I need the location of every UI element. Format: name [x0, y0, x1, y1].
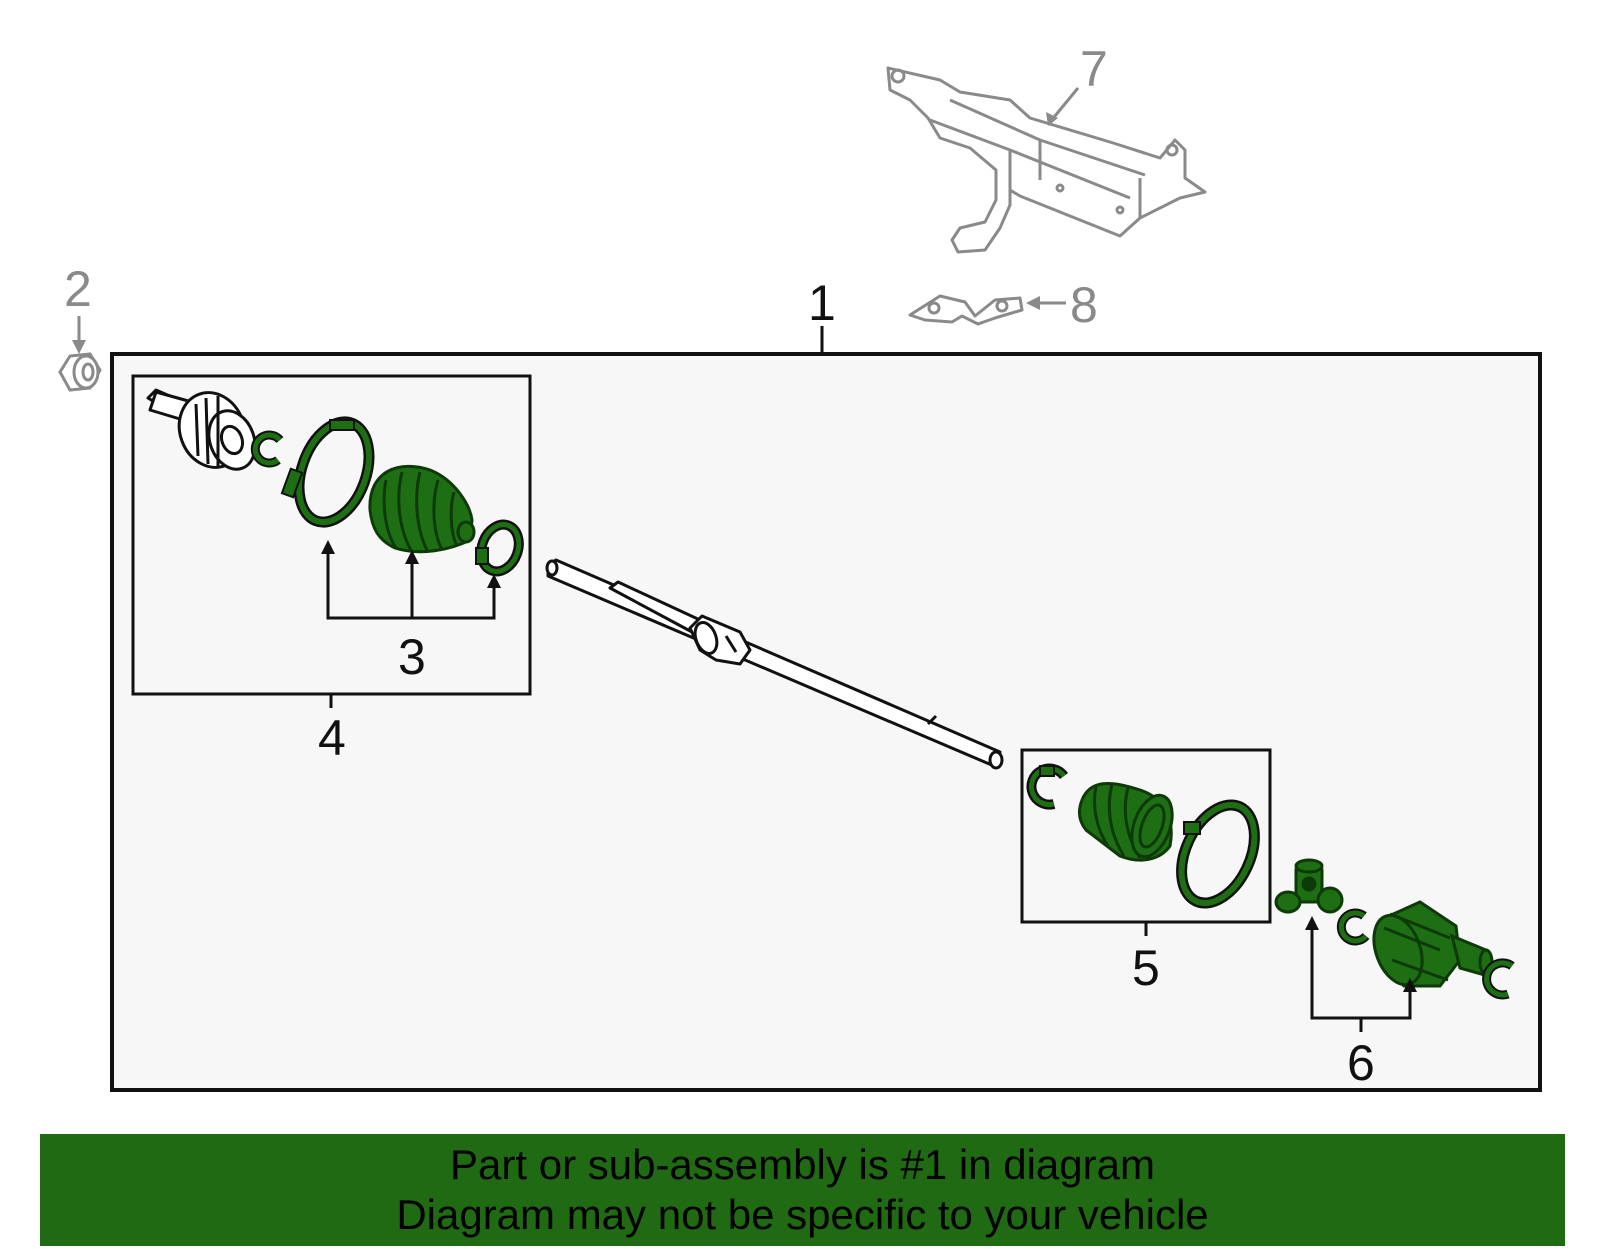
- callout-6-arrow-a: [1305, 916, 1319, 930]
- end-circlip[interactable]: [1482, 958, 1515, 1000]
- callout-3-arrow-c: [487, 574, 501, 588]
- outer-cv-joint[interactable]: [146, 383, 263, 476]
- outer-boot[interactable]: [368, 464, 476, 554]
- callout-8: 8: [1070, 277, 1098, 333]
- callout-7-arrow: [1046, 112, 1058, 126]
- inner-boot-clamp-large[interactable]: [1167, 793, 1269, 914]
- banner-line-2: Diagram may not be specific to your vehi…: [396, 1191, 1209, 1238]
- boot-clamp-small[interactable]: [475, 519, 525, 577]
- info-banner: Part or sub-assembly is #1 in diagram Di…: [40, 1134, 1565, 1246]
- bracket-part-8[interactable]: [908, 294, 1024, 326]
- callout-2-arrow: [72, 340, 86, 354]
- inner-boot-clamp-small[interactable]: [1026, 763, 1069, 810]
- callout-3: 3: [398, 629, 426, 685]
- boot-clamp-large[interactable]: [280, 412, 382, 532]
- callout-3-arrow-a: [321, 540, 335, 554]
- callout-1: 1: [808, 275, 836, 331]
- callout-6-leaders: [1310, 924, 1412, 1032]
- banner-line-1: Part or sub-assembly is #1 in diagram: [450, 1141, 1155, 1188]
- callout-6-arrow-b: [1403, 978, 1417, 992]
- inner-snap-ring[interactable]: [1336, 908, 1370, 946]
- axle-shaft[interactable]: [545, 558, 1004, 770]
- callout-5: 5: [1132, 940, 1160, 996]
- callout-3-arrow-b: [405, 550, 419, 564]
- callout-6: 6: [1347, 1035, 1375, 1091]
- tripod-spider[interactable]: [1274, 858, 1344, 914]
- callout-3-leaders: [326, 548, 496, 620]
- callout-4: 4: [318, 710, 346, 766]
- callout-2: 2: [64, 261, 92, 317]
- inner-boot[interactable]: [1077, 781, 1179, 862]
- callout-7: 7: [1080, 41, 1108, 97]
- nut-part-2[interactable]: [58, 352, 102, 392]
- callout-8-arrow: [1026, 296, 1040, 310]
- bracket-part-7[interactable]: [886, 66, 1207, 254]
